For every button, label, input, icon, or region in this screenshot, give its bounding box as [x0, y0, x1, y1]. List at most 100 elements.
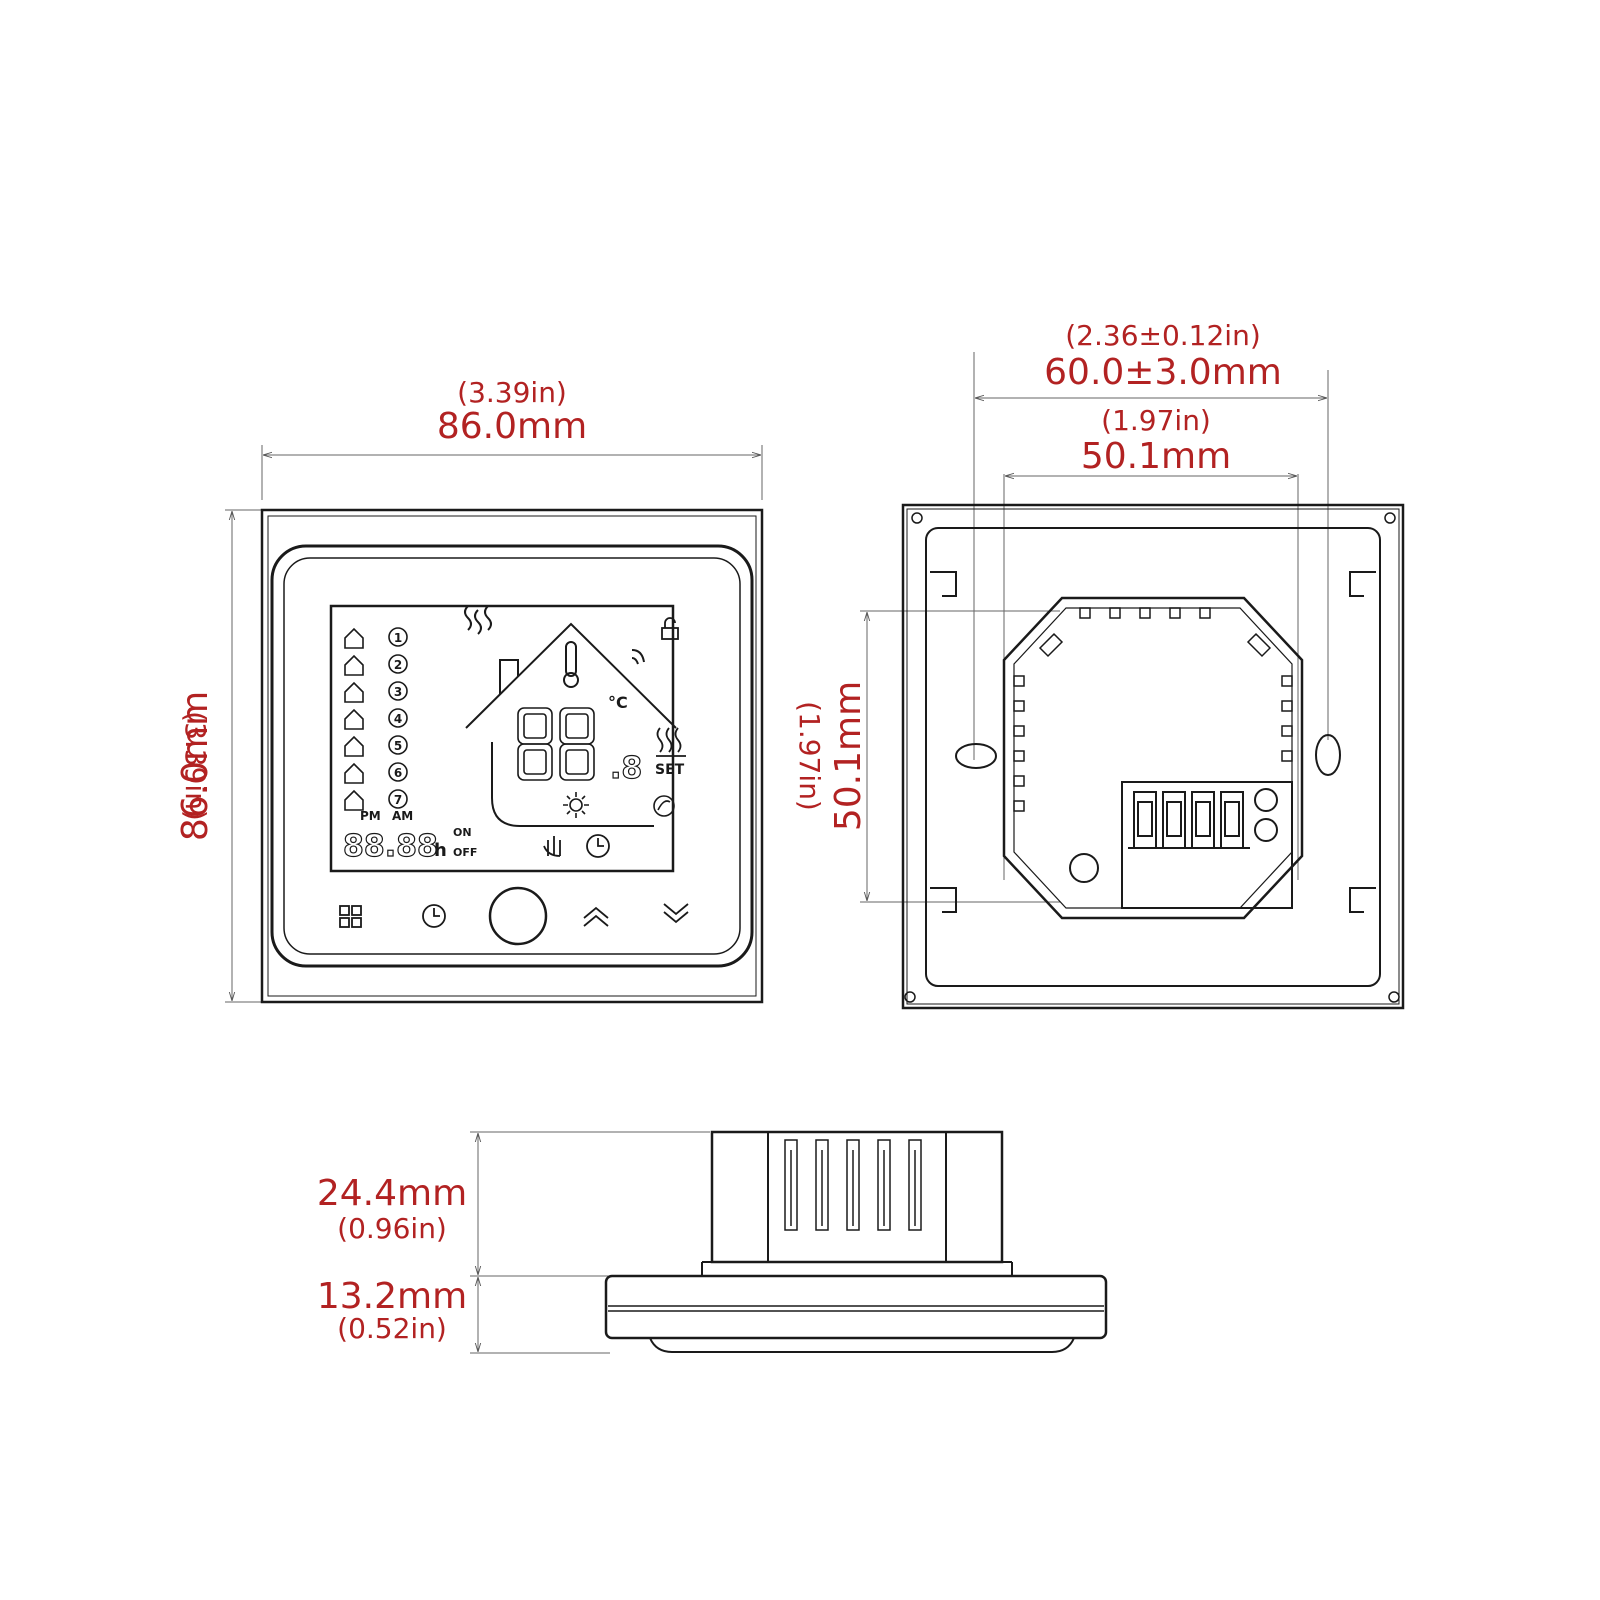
power-button[interactable]	[488, 886, 548, 946]
side-back-depth-in: (0.96in)	[337, 1212, 447, 1245]
heating-icon	[656, 727, 686, 757]
front-height-mm: 86.0mm	[175, 691, 216, 841]
pin	[1013, 800, 1025, 812]
pin	[1013, 675, 1025, 687]
side-pins	[1013, 675, 1293, 812]
pin	[1281, 725, 1293, 737]
mount-hole-left	[955, 743, 997, 769]
pin	[1109, 607, 1121, 619]
program-house-icon	[344, 762, 364, 784]
pin	[1281, 675, 1293, 687]
back-height-dimension	[860, 610, 1060, 903]
connector-pin	[815, 1139, 829, 1231]
program-house-icon	[344, 627, 364, 649]
mount-hole-right	[1315, 734, 1341, 776]
sun-icon	[563, 792, 589, 818]
pin	[1281, 700, 1293, 712]
back-height-mm: 50.1mm	[828, 681, 869, 831]
back-outer-width-dimension	[973, 352, 1329, 760]
up-button[interactable]	[583, 906, 609, 927]
pin	[1139, 607, 1151, 619]
program-number-circle	[388, 789, 408, 809]
off-label: OFF	[453, 846, 477, 859]
celsius-label: °C	[608, 693, 628, 712]
program-number-circle	[388, 681, 408, 701]
set-label: SET	[655, 762, 685, 778]
side-front-housing	[604, 1274, 1108, 1340]
program-house-icons	[344, 627, 364, 811]
side-front-depth-mm: 13.2mm	[317, 1276, 467, 1317]
steam-icon	[464, 605, 492, 635]
program-number: 2	[394, 658, 402, 672]
temp-decimal: .8	[610, 751, 642, 786]
segment-digit	[517, 707, 553, 781]
on-label: ON	[453, 826, 472, 839]
program-number-circle	[388, 735, 408, 755]
program-house-icon	[344, 681, 364, 703]
front-width-dimension	[261, 445, 763, 500]
program-number: 6	[394, 766, 402, 780]
program-house-icon	[344, 654, 364, 676]
hand-icon	[543, 836, 561, 857]
house-outline	[465, 622, 677, 827]
clock-small-icon	[586, 834, 610, 858]
back-view	[860, 352, 1405, 1010]
side-pins-row	[784, 1139, 922, 1231]
temperature-segments	[517, 707, 595, 781]
program-number: 3	[394, 685, 402, 699]
back-outer-width-in: (2.36±0.12in)	[1065, 319, 1261, 352]
program-number-circle	[388, 762, 408, 782]
back-inner-width-in: (1.97in)	[1101, 404, 1211, 437]
back-height-in: (1.97in)	[793, 701, 826, 811]
menu-button[interactable]	[339, 905, 362, 928]
side-view	[470, 1130, 1108, 1354]
pin	[1169, 607, 1181, 619]
pm-label: PM	[360, 809, 381, 823]
terminal-block	[1121, 781, 1293, 909]
mount-screw-hole	[1069, 853, 1099, 883]
hour-unit: h	[434, 840, 447, 861]
mounting-clips	[930, 571, 1376, 913]
clock-button[interactable]	[422, 904, 446, 928]
lcd-screen	[329, 604, 675, 873]
connector-pin	[846, 1139, 860, 1231]
connector-pin	[877, 1139, 891, 1231]
program-number: 5	[394, 739, 402, 753]
pin	[1079, 607, 1091, 619]
pin	[1013, 725, 1025, 737]
program-number: 7	[394, 793, 402, 807]
segment-digit	[559, 707, 595, 781]
back-outer-width-mm: 60.0±3.0mm	[1044, 352, 1282, 393]
program-number: 1	[394, 631, 402, 645]
program-house-icon	[344, 789, 364, 811]
top-pins	[1079, 607, 1211, 619]
connector-pin	[784, 1139, 798, 1231]
back-plate	[901, 503, 1405, 1010]
side-front-depth-in: (0.52in)	[337, 1312, 447, 1345]
thermometer-icon	[563, 641, 579, 688]
am-label: AM	[392, 809, 413, 823]
program-number-icons: 1 2 3 4 5 6 7	[388, 627, 408, 809]
time-segment-display: 88.88	[343, 829, 438, 864]
front-outer-frame	[260, 508, 764, 1004]
connector-pin	[908, 1139, 922, 1231]
front-inner-frame	[267, 515, 757, 997]
program-number-circle	[388, 708, 408, 728]
wifi-icon	[631, 649, 645, 665]
front-height-dimension	[225, 509, 262, 1003]
side-back-depth-mm: 24.4mm	[317, 1173, 467, 1214]
program-number-circle	[388, 654, 408, 674]
pin	[1013, 775, 1025, 787]
pin	[1281, 750, 1293, 762]
program-house-icon	[344, 708, 364, 730]
program-number-circle	[388, 627, 408, 647]
program-house-icon	[344, 735, 364, 757]
pin	[1199, 607, 1211, 619]
program-number: 4	[394, 712, 402, 726]
front-width-in: (3.39in)	[457, 376, 567, 409]
down-button[interactable]	[663, 903, 689, 924]
screw-icon	[904, 512, 1400, 1003]
eco-icon	[653, 795, 675, 817]
back-inner-width-mm: 50.1mm	[1081, 436, 1231, 477]
